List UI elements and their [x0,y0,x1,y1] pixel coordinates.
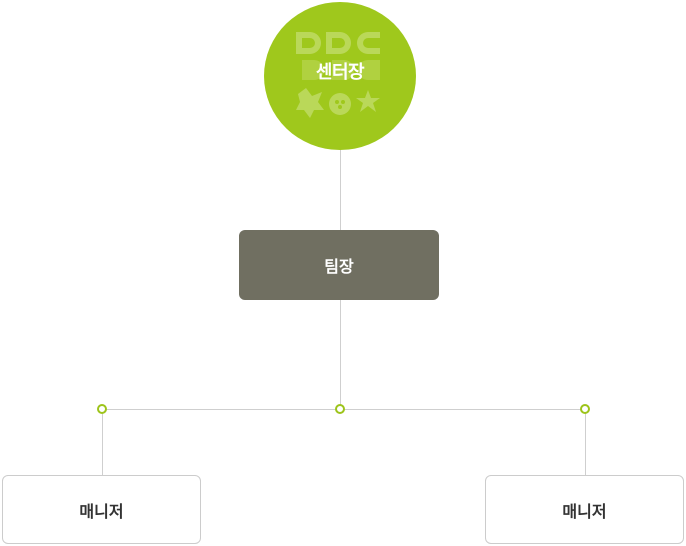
connector-root-to-team [340,148,341,231]
team-leader-node: 팀장 [239,230,439,300]
connector-team-to-branch [340,299,341,409]
manager-node-right: 매니저 [485,475,684,544]
branch-node-right [580,404,590,414]
team-leader-label: 팀장 [324,257,354,276]
manager-label-left: 매니저 [79,501,124,521]
ddc-logo-watermark-icon [296,32,380,118]
manager-label-right: 매니저 [562,501,607,521]
center-director-label: 센터장 [315,62,365,83]
connector-branch-to-left-manager [102,409,103,475]
center-director-node: 센터장 [264,2,416,150]
manager-node-left: 매니저 [2,475,201,544]
connector-branch-to-right-manager [585,409,586,475]
branch-node-center [335,404,345,414]
branch-node-left [97,404,107,414]
